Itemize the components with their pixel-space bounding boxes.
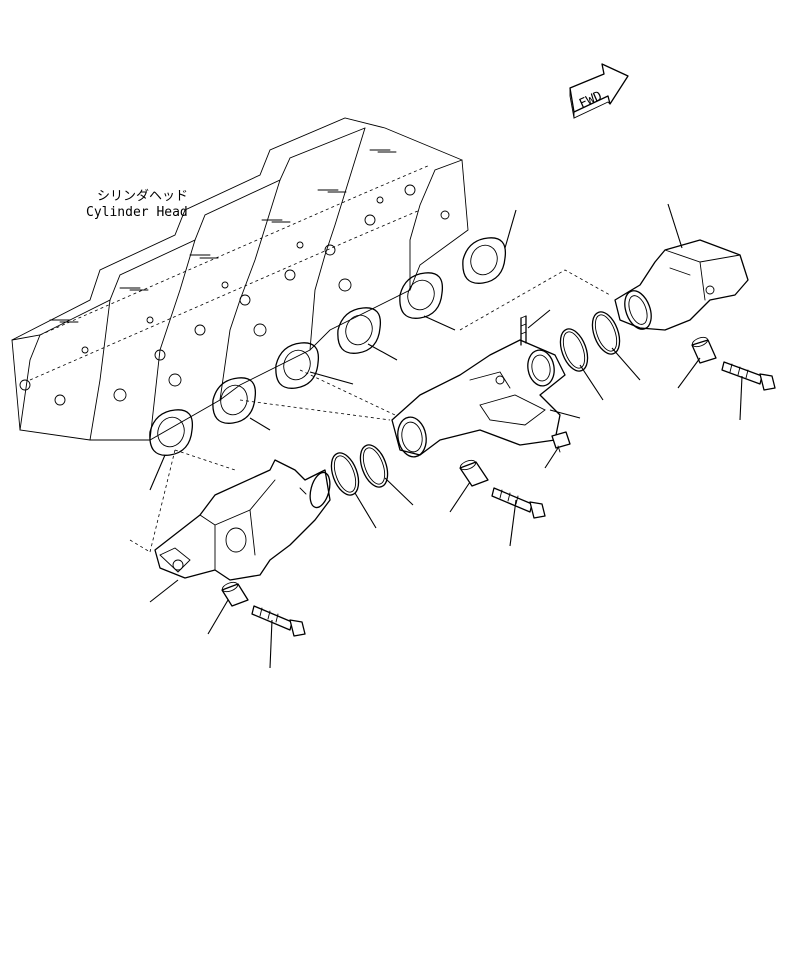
gasket-4 <box>337 307 382 354</box>
gasket-1 <box>149 409 194 456</box>
gasket-6 <box>462 237 507 284</box>
bolt-small <box>551 431 571 453</box>
cylinder-head-label-jp: シリンダヘッド <box>97 189 188 204</box>
spacer-sleeve-center <box>459 459 489 487</box>
installation-reference-lines <box>129 269 611 553</box>
bolt-center <box>491 487 546 519</box>
bolt-rear <box>721 361 776 391</box>
front-exhaust-manifold <box>154 459 331 581</box>
spacer-sleeve-front <box>221 581 249 607</box>
gasket-2 <box>212 377 257 424</box>
seal-ring-rear-1 <box>559 328 589 372</box>
center-exhaust-manifold <box>391 315 566 458</box>
gasket-3 <box>275 342 320 389</box>
gasket-5 <box>399 272 444 319</box>
fwd-arrow-icon: FWD <box>569 63 629 119</box>
seal-ring-front-2 <box>359 444 389 488</box>
seal-ring-rear-2 <box>591 311 621 355</box>
bolt-front <box>251 605 306 637</box>
rear-exhaust-manifold <box>614 239 749 331</box>
leader-lines <box>149 203 743 669</box>
cylinder-head-block <box>11 117 469 441</box>
cylinder-head-label-en: Cylinder Head <box>86 205 188 220</box>
seal-ring-front-1 <box>330 452 360 496</box>
spacer-sleeve-rear <box>691 336 717 364</box>
